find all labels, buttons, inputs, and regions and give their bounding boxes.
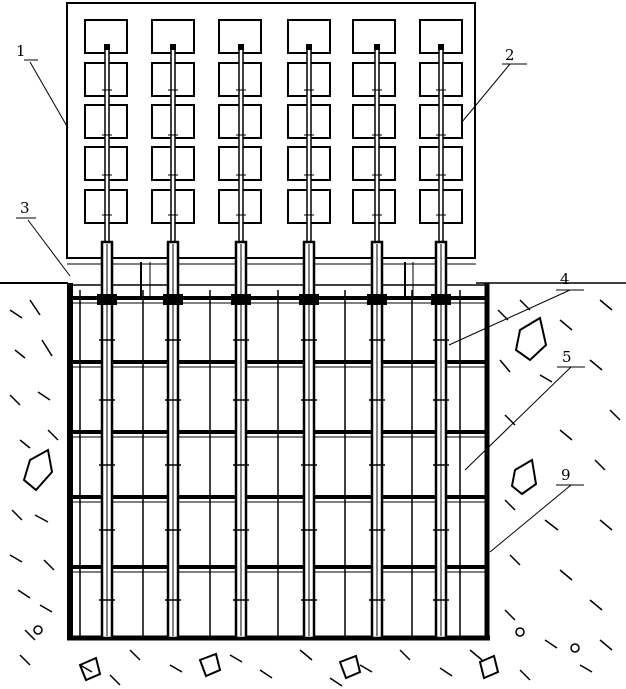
soil-hatch: [559, 319, 573, 331]
soil-hatch: [41, 339, 53, 357]
window: [352, 189, 396, 224]
anchor-columns: [97, 44, 451, 640]
soil-hatch: [9, 554, 23, 563]
leader-line-4: [448, 289, 571, 346]
rod-head: [238, 44, 244, 50]
connection-node: [367, 294, 387, 305]
soil-hatch: [519, 299, 531, 311]
soil-hatch: [79, 664, 93, 673]
leader-line-3: [27, 219, 71, 277]
leader-line-1: [29, 61, 69, 129]
soil-hatch: [589, 599, 603, 611]
soil-hatch: [469, 649, 483, 661]
strut-grid: [72, 290, 486, 636]
soil-pebble: [515, 627, 525, 637]
soil-hatch: [109, 674, 121, 686]
soil-hatching: [9, 299, 621, 687]
soil-hatch: [19, 439, 31, 449]
soil-stone: [514, 316, 548, 362]
soil-hatch: [229, 654, 243, 663]
soil-stone: [478, 654, 500, 680]
window: [352, 19, 396, 54]
soil-hatch: [439, 667, 453, 677]
soil-pebble: [570, 643, 580, 653]
soil-hatch: [259, 669, 273, 679]
soil-hatch: [9, 394, 21, 406]
soil-hatch: [29, 299, 41, 316]
soil-stone: [338, 654, 362, 680]
soil-hatch: [24, 629, 36, 641]
callout-label-3: 3: [20, 199, 30, 217]
soil-hatch: [329, 677, 343, 687]
soil-hatch: [544, 519, 559, 531]
soil-hatch: [539, 374, 553, 383]
leader-line-9: [489, 484, 572, 553]
soil-hatch: [559, 429, 573, 441]
soil-hatch: [599, 639, 613, 651]
soil-stone: [22, 448, 54, 492]
soil-hatch: [359, 664, 373, 673]
soil-hatch: [47, 429, 59, 441]
rod-head: [438, 44, 444, 50]
soil-hatch: [609, 409, 621, 421]
rod-head: [104, 44, 110, 50]
soil-hatch: [504, 609, 516, 621]
soil-hatch: [169, 664, 183, 673]
soil-hatch: [544, 639, 558, 649]
soil-hatch: [399, 649, 411, 661]
soil-hatch: [559, 569, 573, 581]
soil-hatch: [43, 559, 55, 571]
rod-head: [306, 44, 312, 50]
foundation-pit: [67, 283, 490, 641]
leader-line-5: [464, 366, 572, 471]
soil-stone: [78, 656, 102, 682]
callout-label-2: 2: [505, 46, 515, 64]
callout-label-1: 1: [16, 42, 26, 60]
callout-layer: 1 2 3 4 5 9: [16, 42, 585, 553]
soil-hatch: [599, 519, 613, 531]
callout-label-4: 4: [560, 270, 570, 288]
soil-hatch: [39, 604, 53, 613]
soil-hatch: [19, 654, 31, 666]
soil-hatch: [37, 391, 51, 401]
building-facade: [66, 2, 476, 259]
soil-hatch: [519, 669, 531, 681]
rod-head: [374, 44, 380, 50]
soil-hatch: [599, 299, 613, 311]
soil-hatch: [594, 459, 606, 471]
soil-hatch: [509, 554, 521, 566]
soil-stone: [510, 458, 538, 496]
window: [352, 146, 396, 181]
connection-node: [431, 294, 451, 305]
callout-label-5: 5: [562, 348, 572, 366]
soil-stone: [198, 652, 222, 678]
soil-hatch: [9, 309, 23, 319]
soil-hatch: [504, 499, 516, 511]
rod-head: [170, 44, 176, 50]
connection-node: [97, 294, 117, 305]
soil-hatch: [579, 664, 593, 673]
soil-hatch: [34, 514, 49, 523]
soil-hatch: [499, 359, 511, 373]
leader-line-2: [461, 63, 511, 123]
soil-hatch: [17, 589, 31, 599]
window: [352, 104, 396, 139]
connection-node: [299, 294, 319, 305]
window-grid: [84, 19, 463, 224]
soil-pebble: [33, 625, 43, 635]
soil-hatch: [14, 349, 26, 359]
soil-hatch: [11, 509, 23, 521]
soil-hatch: [589, 359, 603, 371]
callout-label-9: 9: [561, 466, 571, 484]
soil-hatch: [129, 649, 141, 661]
connection-node: [231, 294, 251, 305]
connection-node: [163, 294, 183, 305]
soil-hatch: [497, 309, 509, 321]
soil-hatch: [299, 649, 313, 661]
window: [352, 62, 396, 97]
